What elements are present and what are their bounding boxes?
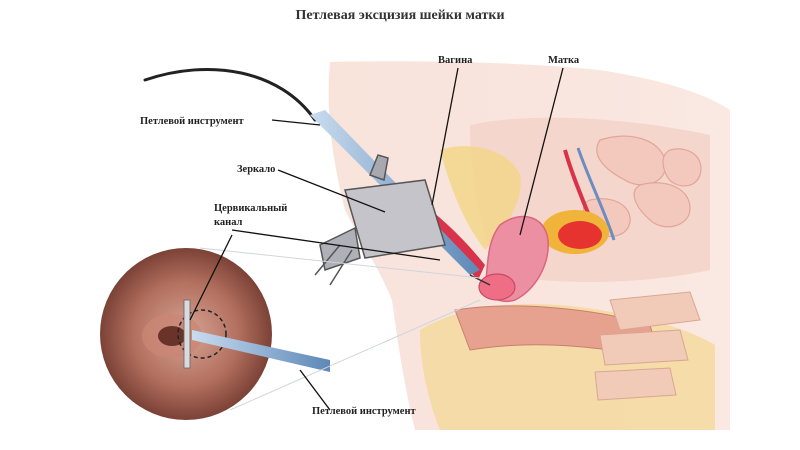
label-cervical-canal-line2: канал: [214, 217, 243, 228]
label-speculum: Зеркало: [237, 164, 275, 175]
magnified-cervix-inset: [100, 248, 330, 420]
label-vagina: Вагина: [438, 55, 473, 66]
label-cervical-canal-line1: Цервикальный: [214, 203, 287, 214]
inset-connector-lines: [199, 247, 481, 411]
label-loop-instrument-bottom: Петлевой инструмент: [312, 406, 417, 417]
label-loop-instrument-top: Петлевой инструмент: [140, 116, 245, 127]
diagram-title: Петлевая эксцизия шейки матки: [295, 8, 505, 23]
ovary: [541, 210, 609, 254]
sacrum: [594, 291, 701, 401]
cervix: [478, 273, 516, 301]
leader-lines: [189, 67, 564, 411]
label-uterus: Матка: [548, 55, 580, 66]
loop-instrument-cable: [143, 67, 317, 122]
speculum-instrument: [314, 154, 446, 286]
